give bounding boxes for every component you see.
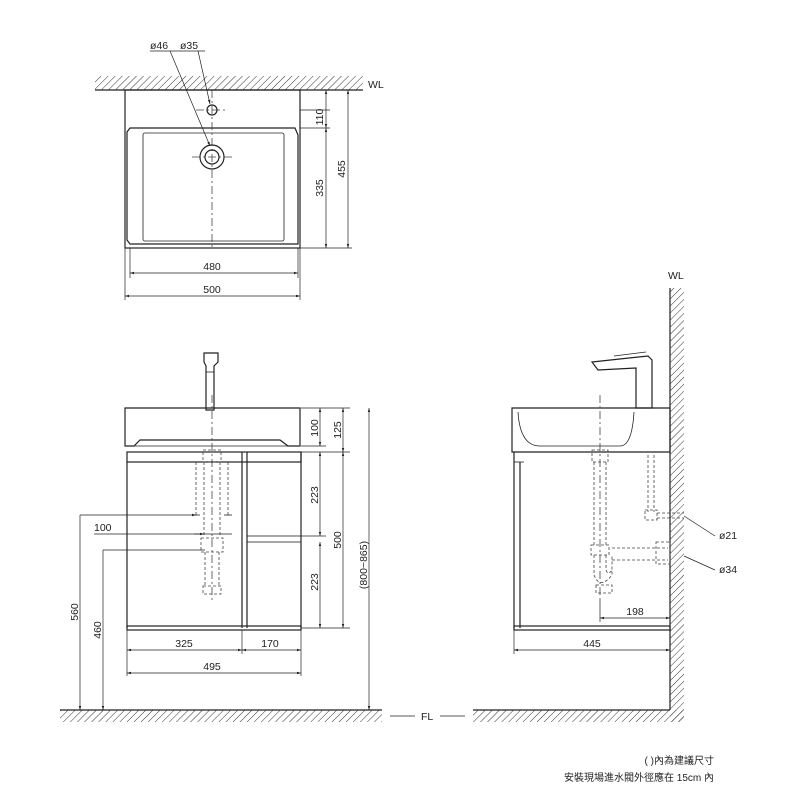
note-valve-diameter: 安裝現場進水閥外徑應在 15cm 內	[564, 771, 714, 784]
dia-34-label: ø34	[719, 564, 737, 576]
dim-495: 495	[203, 661, 221, 673]
side-view: WL ø21 ø34	[473, 270, 737, 722]
front-faucet	[203, 352, 219, 411]
dim-198: 198	[626, 606, 644, 618]
dim-455: 455	[336, 160, 348, 178]
wall-label-top: WL	[368, 79, 384, 91]
dim-460: 460	[92, 621, 104, 639]
dia-35-label: ø35	[180, 40, 198, 52]
drain-outer	[199, 144, 225, 170]
dim-110: 110	[314, 108, 326, 125]
dim-223-a: 223	[309, 486, 321, 504]
top-wall-hatch	[95, 76, 363, 90]
floor-hatch-right	[473, 710, 684, 722]
dim-500-top: 500	[203, 284, 221, 296]
top-view: WL ø46 ø35 110 335 455	[95, 40, 384, 300]
dim-480: 480	[203, 261, 221, 273]
basin-outer	[124, 89, 301, 249]
dim-560: 560	[69, 603, 81, 621]
floor-hatch-left	[60, 710, 382, 722]
front-basin	[124, 407, 301, 447]
side-cabinet-bottom	[513, 625, 671, 631]
dim-125: 125	[332, 421, 344, 439]
dia-21-label: ø21	[719, 530, 737, 542]
dim-500-side: 500	[332, 531, 344, 549]
cabinet-shelf	[246, 535, 302, 543]
dim-100-horizontal: 100	[94, 522, 112, 534]
side-basin-outer	[511, 407, 671, 453]
faucet-hole	[206, 104, 218, 116]
dim-800-865: (800~865)	[358, 541, 370, 589]
floor-label: FL	[421, 711, 433, 723]
basin-bowl	[142, 132, 285, 242]
dia-46-label: ø46	[150, 40, 168, 52]
side-basin-bowl	[517, 411, 635, 447]
cabinet-bottom	[126, 625, 302, 631]
front-view: 100 560 460 100 125 223 223 500 (800~865…	[60, 352, 465, 723]
wall-label-side: WL	[668, 270, 684, 282]
side-faucet	[590, 355, 653, 409]
side-wall-hatch	[670, 288, 684, 722]
dim-100-left: 100	[309, 419, 321, 437]
note-suggested-dimensions: ( )內為建議尺寸	[645, 754, 714, 767]
drain-inner	[204, 149, 220, 165]
dim-170: 170	[261, 638, 279, 650]
cabinet-top-rail	[126, 451, 302, 463]
dim-445: 445	[583, 638, 601, 650]
dim-335: 335	[314, 179, 326, 197]
dim-325: 325	[175, 638, 193, 650]
dim-223-b: 223	[309, 573, 321, 591]
basin-rim	[126, 127, 299, 245]
